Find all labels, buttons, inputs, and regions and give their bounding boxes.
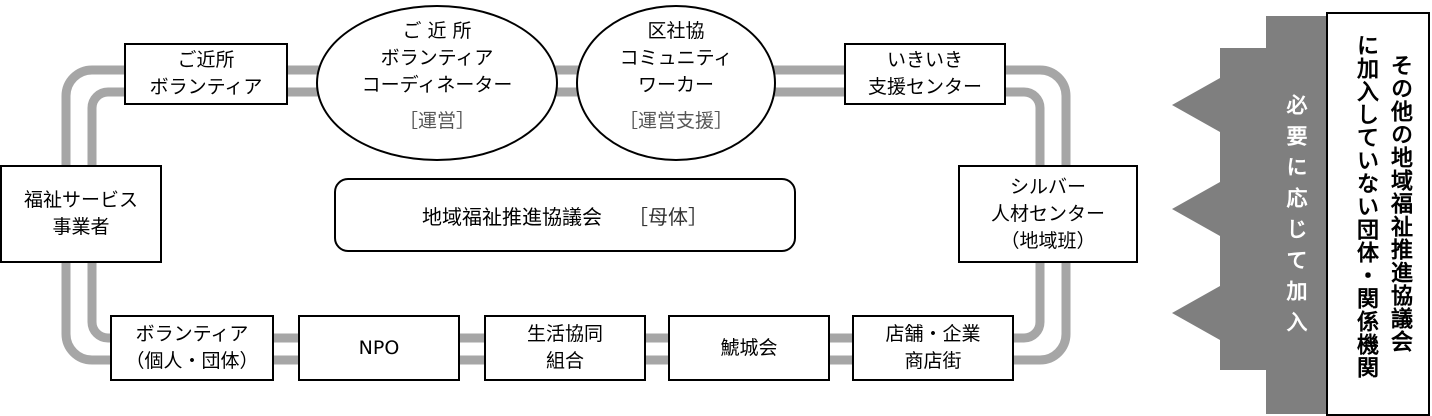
ellipse-community-worker: 区社協 コミュニティ ワーカー ［運営支援］ — [576, 5, 776, 161]
ellipse-volunteer-coordinator: ご 近 所 ボランティア コーディネーター ［運営］ — [316, 5, 558, 161]
node-cooperative: 生活協同 組合 — [484, 315, 646, 381]
center-council-box: 地域福祉推進協議会 ［母体］ — [334, 178, 796, 252]
ellipse-line: 区社協 — [647, 20, 705, 42]
ellipse-role: ［運営］ — [398, 110, 475, 132]
node-line: 福祉サービス — [23, 189, 138, 211]
node-line: シルバー — [1009, 175, 1086, 198]
node-neighborhood-volunteer: ご近所 ボランティア — [124, 43, 288, 105]
join-as-needed-label: 必要に応じて加入 — [1284, 94, 1308, 342]
node-line: 組合 — [545, 350, 584, 372]
ellipse-line: ボランティア — [380, 47, 494, 69]
center-role: ［母体］ — [628, 204, 708, 229]
node-line: ボランティア — [149, 76, 263, 98]
node-shachijo-kai: 鯱城会 — [668, 315, 830, 381]
ellipse-line: ご 近 所 — [402, 20, 472, 42]
node-line: ボランティア — [135, 323, 249, 345]
node-ikiiki-support-center: いきいき 支援センター — [844, 43, 1006, 105]
center-label: 地域福祉推進協議会 — [422, 204, 602, 229]
node-welfare-service-provider: 福祉サービス 事業者 — [0, 165, 162, 263]
ellipse-role: ［運営支援］ — [618, 110, 733, 132]
node-line: 商店街 — [904, 350, 962, 372]
node-npo: NPO — [298, 315, 460, 381]
ellipse-line: コミュニティ — [619, 47, 733, 69]
join-arrow-shape — [1172, 16, 1326, 414]
other-organizations-box: その他の地域福祉推進協議会 に加入していない団体・関係機関 — [1326, 12, 1430, 416]
node-line: （地域班） — [1000, 229, 1096, 252]
node-line: 支援センター — [867, 76, 982, 98]
node-shops-businesses: 店舗・企業 商店街 — [852, 315, 1014, 381]
node-line: ご近所 — [177, 49, 235, 71]
node-line: 人材センター — [990, 202, 1105, 225]
node-line: いきいき — [886, 49, 963, 71]
ellipse-line: コーディネーター — [361, 74, 513, 96]
node-line: 店舗・企業 — [885, 323, 981, 345]
node-line: 事業者 — [52, 216, 110, 238]
node-line: （個人・団体） — [125, 350, 259, 372]
node-volunteer-individual-group: ボランティア （個人・団体） — [110, 315, 274, 381]
node-line: 鯱城会 — [720, 336, 778, 359]
ellipse-line: ワーカー — [637, 74, 714, 96]
other-organizations-line-2: に加入していない団体・関係機関 — [1353, 34, 1378, 379]
node-line: NPO — [358, 336, 400, 359]
node-silver-human-resource-center: シルバー 人材センター （地域班） — [958, 165, 1138, 263]
other-organizations-line-1: その他の地域福祉推進協議会 — [1387, 54, 1412, 353]
node-line: 生活協同 — [526, 323, 603, 345]
